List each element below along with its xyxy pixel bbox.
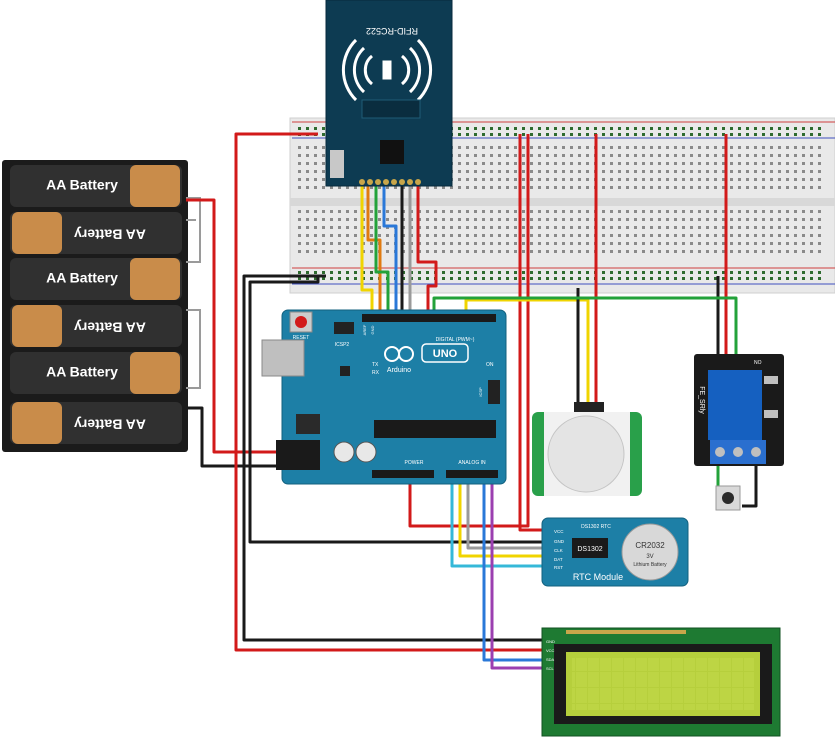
wire-rtc-dat	[466, 476, 548, 550]
wire-rfid-sck	[366, 184, 382, 318]
coin-cell-desc: Lithium Battery	[633, 562, 667, 568]
aref-label: AREF	[362, 324, 367, 335]
battery-label: AA Battery	[46, 270, 118, 286]
lcd-pin-vcc: VCC	[546, 648, 555, 653]
battery-pack: AA Battery AA Battery AA Battery AA Batt…	[2, 160, 201, 452]
coin-cell-voltage: 3V	[646, 554, 653, 560]
rtc-module: DS1302 RTC DS1302 CR2032 3V Lithium Batt…	[541, 517, 689, 587]
wire-battery-positive	[186, 198, 282, 454]
relay-module: FE_SRly NO	[694, 354, 784, 466]
rtc-pin-dat: DAT	[554, 557, 563, 562]
lcd-module: GND VCC SDA SCL	[541, 627, 781, 737]
gnd-label: GND	[370, 325, 375, 334]
battery-label: AA Battery	[74, 416, 146, 432]
arduino-brand: Arduino	[387, 367, 411, 374]
rtc-pin-gnd: GND	[554, 539, 565, 544]
lcd-pin-gnd: GND	[546, 639, 555, 644]
rfid-pins	[359, 179, 421, 185]
wire-relay-signal	[432, 296, 738, 355]
relay-terminals	[710, 440, 766, 464]
battery-contacts	[186, 197, 201, 389]
wires	[186, 132, 758, 670]
wire-5v-rail	[234, 132, 548, 652]
rtc-pin-clk: CLK	[554, 548, 563, 553]
wire-rtc-clk	[458, 476, 548, 558]
uno-label: UNO	[433, 348, 458, 360]
rtc-title: RTC Module	[573, 572, 623, 582]
wire-gnd-rtc	[248, 276, 548, 544]
rtc-pin-labels: VCC GND CLK DAT RST	[554, 529, 565, 570]
icsp-label: ICSP	[478, 387, 483, 397]
wire-gnd-rail	[242, 274, 548, 642]
arduino-logo-icon	[384, 346, 414, 362]
wire-lcd-sda	[482, 476, 548, 662]
battery-label: AA Battery	[46, 177, 118, 193]
battery-label: AA Battery	[74, 226, 146, 242]
coin-cell	[621, 523, 679, 581]
digital-header	[362, 314, 496, 322]
battery-label: AA Battery	[46, 364, 118, 380]
icsp2-label: ICSP2	[335, 342, 350, 348]
push-button[interactable]	[715, 485, 741, 511]
rtc-pin-vcc: VCC	[554, 529, 564, 534]
rfid-antenna-icon	[341, 38, 433, 102]
reset-label: RESET	[293, 335, 310, 341]
rtc-chip	[572, 538, 608, 558]
battery-3: AA Battery	[10, 258, 182, 300]
power-jack	[276, 440, 320, 470]
wire-rfid-mosi	[374, 184, 390, 318]
atmega-chip	[374, 420, 496, 438]
battery-1: AA Battery	[10, 165, 182, 207]
battery-2: AA Battery	[10, 212, 182, 254]
power-label: POWER	[405, 460, 424, 466]
rx-label: RX	[372, 370, 380, 376]
rfid-label: RFID-RC522	[366, 26, 418, 36]
usb-port	[261, 339, 305, 377]
coin-cell-title: CR2032	[635, 541, 665, 550]
battery-label: AA Battery	[74, 319, 146, 335]
wire-rtc-vcc	[518, 134, 548, 532]
rtc-pin-rst: RST	[554, 565, 563, 570]
analog-label: ANALOG IN	[458, 460, 486, 466]
wire-battery-negative	[186, 406, 282, 468]
battery-4: AA Battery	[10, 305, 182, 347]
lcd-pin-scl: SCL	[546, 666, 555, 671]
lcd-top-pins	[566, 630, 686, 634]
rtc-chip-label: DS1302	[577, 546, 602, 553]
pir-sensor	[532, 402, 642, 496]
wire-lcd-scl	[490, 476, 548, 670]
wire-rtc-rst	[450, 476, 548, 568]
lcd-pin-labels: GND VCC SDA SCL	[546, 639, 555, 671]
wire-pir-signal	[464, 298, 590, 405]
on-label: ON	[486, 362, 494, 368]
relay-box	[708, 370, 762, 440]
digital-label: DIGITAL (PWM~)	[436, 337, 475, 343]
pir-dome	[547, 415, 625, 493]
relay-pin-no: NO	[754, 360, 762, 366]
reset-button[interactable]	[289, 311, 313, 333]
tx-label: TX	[372, 362, 379, 368]
lcd-pin-sda: SDA	[546, 657, 555, 662]
rfid-module: RFID-RC522	[325, 0, 453, 187]
battery-6: AA Battery	[10, 402, 182, 444]
wire-rfid-sda	[360, 184, 374, 318]
arduino-uno: RESET ICSP2 AREF GND DIGITAL (PWM~) TX R…	[261, 309, 507, 485]
rtc-header: DS1302 RTC	[581, 524, 611, 530]
wire-rfid-miso	[382, 184, 398, 318]
battery-5: AA Battery	[10, 352, 182, 394]
relay-label: FE_SRly	[698, 386, 705, 414]
